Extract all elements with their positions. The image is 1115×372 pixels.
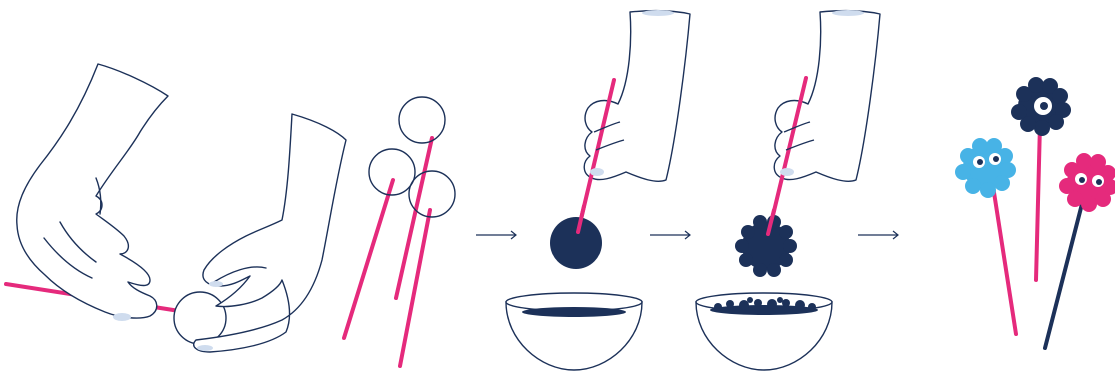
roll-in-sprinkles-illustration — [696, 10, 880, 370]
hand-rolling-ball-onto-stick-illustration — [6, 64, 346, 352]
stick — [400, 210, 430, 366]
finished-monster-cake-pops-illustration — [955, 77, 1115, 348]
stick — [993, 186, 1016, 334]
navy-monster-pop — [1011, 77, 1071, 136]
arrow-right-icon — [650, 231, 690, 239]
hand-holding-stick — [584, 11, 690, 182]
pink-monster-pop — [1059, 153, 1115, 212]
arrow-right-icon — [476, 231, 516, 239]
fingernail — [590, 168, 604, 176]
cake-ball — [399, 97, 445, 143]
fingernail — [113, 313, 131, 321]
melted-chocolate — [522, 307, 626, 317]
sprinkled-ball — [735, 215, 797, 277]
stick — [344, 180, 393, 338]
hand-holding-stick — [774, 11, 880, 182]
chocolate-ball — [550, 217, 602, 269]
arrow-right-icon — [858, 231, 898, 239]
cake-ball — [409, 171, 455, 217]
dip-in-chocolate-illustration — [506, 10, 690, 370]
stick — [1036, 124, 1040, 280]
fingernail — [642, 10, 674, 16]
blue-monster-pop — [955, 138, 1016, 198]
fingernail — [832, 10, 864, 16]
fingernail — [197, 345, 213, 351]
cake-ball — [174, 292, 226, 344]
balls-on-sticks-illustration — [344, 97, 455, 366]
left-hand — [17, 64, 168, 318]
stick — [1045, 200, 1083, 348]
fingernail — [209, 281, 223, 287]
fingernail — [780, 168, 794, 176]
